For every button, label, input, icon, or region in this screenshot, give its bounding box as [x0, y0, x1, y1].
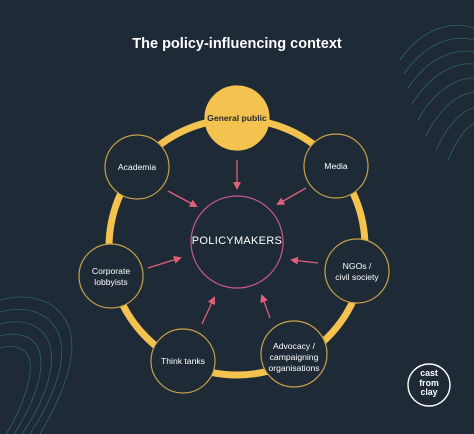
actor-label-think-tanks: Think tanks — [161, 356, 205, 366]
arrow-media — [276, 187, 307, 205]
center-circle — [190, 195, 284, 289]
contour-lines-bottom-left — [0, 296, 73, 434]
logo-cast-from-clay: cast from clay — [419, 368, 439, 397]
actor-circle-general-public — [204, 85, 270, 151]
actor-circle-academia — [104, 134, 170, 200]
actor-circle-corporate-lobbyists — [78, 243, 144, 309]
actor-circle-think-tanks — [150, 328, 216, 394]
logo-circle — [407, 363, 451, 407]
contour-lines-top-right — [399, 24, 474, 161]
actor-label-ngos: NGOs / civil society — [335, 261, 379, 282]
actor-label-general-public: General public — [207, 113, 267, 123]
arrow-ngos — [290, 256, 319, 265]
actor-circle-media — [303, 133, 369, 199]
arrow-academia — [167, 190, 198, 207]
center-label-policymakers: POLICYMAKERS — [191, 235, 283, 247]
actor-label-academia: Academia — [117, 162, 157, 172]
arrow-think-tanks — [201, 296, 216, 325]
arrow-advocacy — [260, 294, 271, 319]
actor-circle-ngos — [324, 238, 390, 304]
actor-label-advocacy: Advocacy / campaigning organisations — [268, 341, 320, 373]
arrow-corporate-lobbyists — [147, 255, 182, 269]
actor-label-corporate-lobbyists: Corporate lobbyists — [91, 266, 131, 287]
actor-label-media: Media — [324, 161, 348, 171]
actor-circle-advocacy — [260, 320, 328, 388]
diagram-title: The policy-influencing context — [132, 36, 342, 52]
